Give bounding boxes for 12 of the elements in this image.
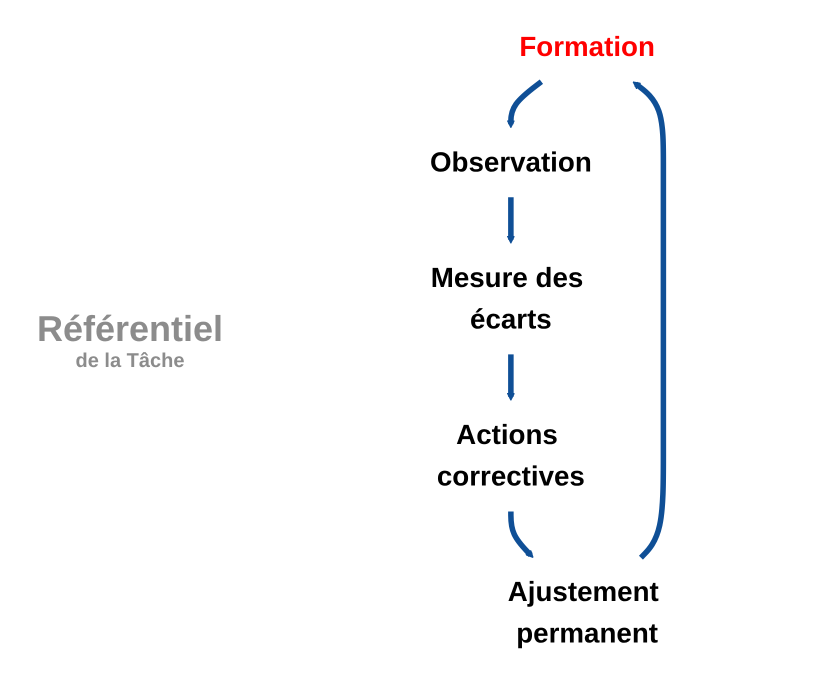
arrow	[508, 511, 534, 558]
arrow	[506, 197, 515, 244]
node-text: Formation	[519, 32, 655, 62]
center-title: Référentiel	[36, 308, 224, 350]
node-text: Observation	[430, 147, 592, 178]
arrow	[506, 80, 544, 128]
node-text: Mesure des écarts	[430, 262, 584, 335]
arrow	[632, 81, 666, 560]
center-subtitle: de la Tâche	[74, 350, 186, 373]
arrow	[506, 354, 515, 401]
node-text: Ajustement permanent	[508, 577, 659, 650]
node-text: Actions correctives	[436, 420, 585, 492]
